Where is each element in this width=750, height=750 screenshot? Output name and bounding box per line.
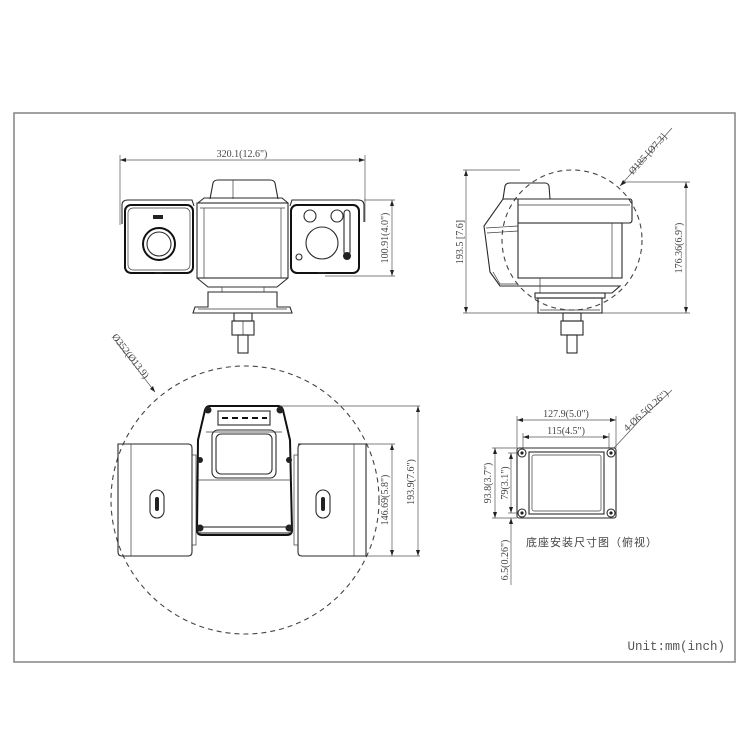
base-outer-depth-dimension: 93.8(3.7") (483, 463, 494, 504)
side-total-height-dimension: 193.5 [7.6] (455, 220, 466, 264)
base-caption: 底座安装尺寸图（俯视） (526, 535, 658, 549)
base-outer-width-dimension: 127.9(5.0") (543, 409, 589, 420)
bottom-total-depth-dimension: 193.9(7.6") (406, 459, 417, 505)
front-height-dimension: 100.91(4.0") (380, 213, 391, 264)
bottom-housing-depth-dimension: 146.69(5.8") (380, 475, 391, 526)
front-view: 320.1(12.6") (119, 149, 395, 354)
base-hole-dimension: 4-Ø6.5(0.26") (622, 388, 671, 434)
side-view: Ø185 [Ø7.3] 193.5 [7.6] 176.36(6.9") (455, 127, 690, 354)
side-body-height-dimension: 176.36(6.9") (674, 223, 685, 274)
drawing-frame (13, 112, 736, 663)
bottom-view: Ø352(Ø13.9) 146.69(5.8 (109, 332, 420, 635)
bottom-rotation-diameter-dimension: Ø352(Ø13.9) (109, 332, 151, 381)
base-plate-thickness-dimension: 6.5(0.26") (500, 540, 511, 581)
base-mounting-view: 127.9(5.0") 115(4.5") 4-Ø6.5(0.26") 93.8… (483, 388, 673, 585)
side-dome-diameter-dimension: Ø185 [Ø7.3] (627, 132, 669, 177)
base-hole-spacing-width-dimension: 115(4.5") (547, 426, 585, 437)
base-hole-spacing-depth-dimension: 79(3.1") (500, 466, 511, 499)
unit-label: Unit:mm(inch) (627, 640, 725, 654)
front-width-dimension: 320.1(12.6") (217, 149, 268, 160)
